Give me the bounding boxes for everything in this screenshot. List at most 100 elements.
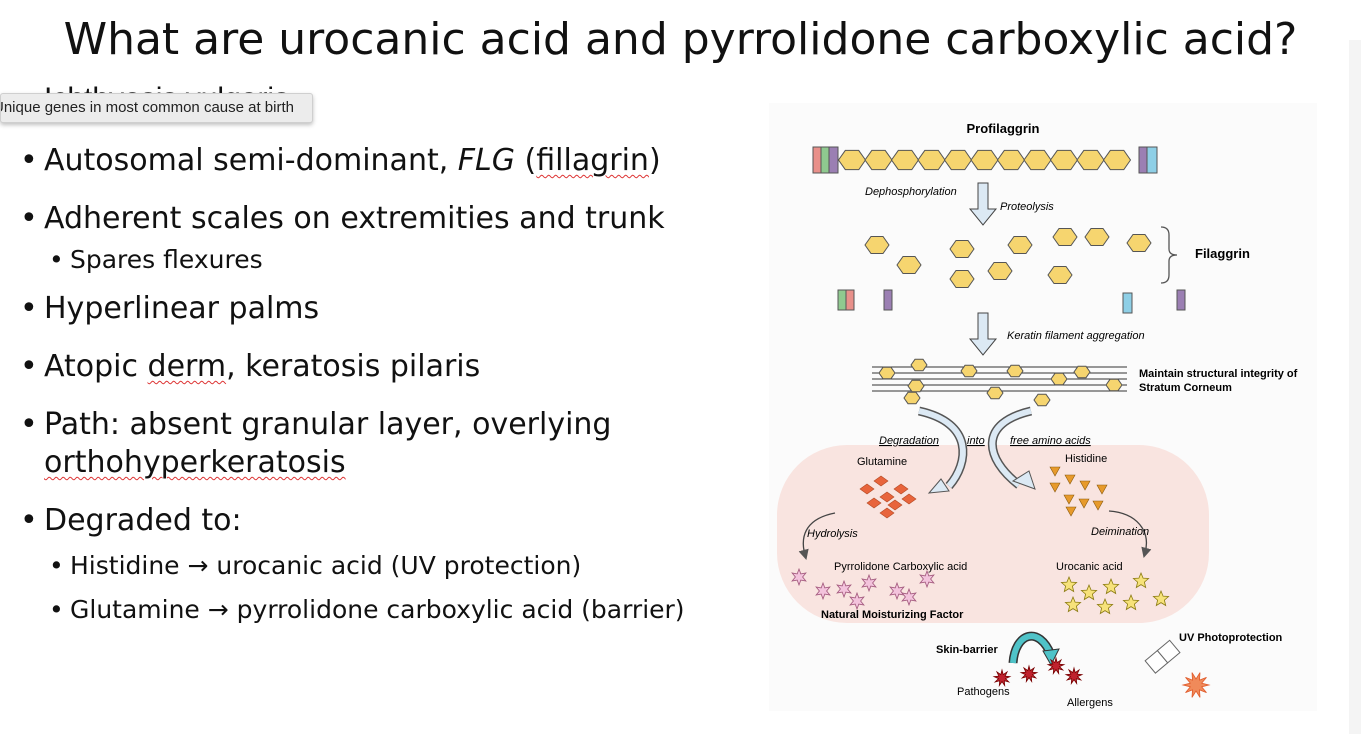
domain-block xyxy=(883,289,893,311)
diamond xyxy=(866,497,882,509)
hexagon xyxy=(917,149,946,171)
pink-star xyxy=(849,591,865,611)
domain-block xyxy=(845,289,855,311)
bullet-text: Hyperlinear palms xyxy=(44,291,320,326)
yellow-star xyxy=(1096,597,1114,615)
triangle xyxy=(1078,498,1090,509)
skin-barrier-label: Skin-barrier xyxy=(936,644,998,656)
hexagon xyxy=(1050,372,1068,386)
hexagon xyxy=(1076,149,1105,171)
bullet-text: Degraded to: xyxy=(44,503,242,538)
triangle xyxy=(1079,480,1091,491)
bullet-text: , keratosis pilaris xyxy=(226,349,481,384)
yellow-star xyxy=(1064,595,1082,613)
hydrolysis-label: Hydrolysis xyxy=(807,528,858,540)
pink-star xyxy=(889,581,905,601)
bracket xyxy=(1160,226,1178,284)
pathogen xyxy=(992,668,1012,687)
sub-bullet-text: Glutamine → pyrrolidone carboxylic acid … xyxy=(70,595,685,624)
yellow-star xyxy=(1080,583,1098,601)
pca-label: Pyrrolidone Carboxylic acid xyxy=(834,561,967,573)
gene-name: FLG xyxy=(457,143,516,178)
into-label: into xyxy=(967,435,985,447)
profilaggrin-chain xyxy=(837,149,1132,171)
hexagon xyxy=(949,240,975,258)
curved-arrow xyxy=(918,408,966,488)
hexagon xyxy=(1126,234,1152,252)
scrollbar[interactable] xyxy=(1349,40,1361,734)
diamond xyxy=(859,483,875,495)
profilaggrin-label: Profilaggrin xyxy=(967,121,1040,136)
domain-block xyxy=(820,146,830,174)
yellow-star xyxy=(1060,575,1078,593)
bound-filaggrin xyxy=(878,358,1123,407)
dephosphorylation-label: Dephosphorylation xyxy=(865,186,957,198)
hexagon xyxy=(1073,365,1091,379)
urocanic-molecules xyxy=(1060,571,1170,615)
bullet-text: Path: absent granular layer, overlying xyxy=(44,407,612,442)
hexagon xyxy=(996,149,1026,171)
pink-star xyxy=(901,587,917,607)
sub-bullet-text: Spares flexures xyxy=(70,245,263,274)
yellow-star xyxy=(1102,577,1120,595)
pathway-diagram: Profilaggrin Dephosphorylation Proteolys… xyxy=(777,121,1298,709)
pink-star xyxy=(836,579,852,599)
tooltip-text: Unique genes in most common cause at bir… xyxy=(0,99,294,116)
pink-star xyxy=(919,569,935,589)
arrow-head xyxy=(1011,470,1036,490)
domain-block xyxy=(812,146,822,174)
hexagon xyxy=(1102,149,1132,171)
pink-star xyxy=(791,567,807,587)
histidine-label: Histidine xyxy=(1065,453,1107,465)
nmf-label: Natural Moisturizing Factor xyxy=(821,609,964,621)
hexagon xyxy=(907,379,925,393)
pathogens-label: Pathogens xyxy=(957,686,1010,698)
filaggrin-monomers xyxy=(864,228,1152,288)
hexagon xyxy=(970,149,999,171)
barrier-arrow xyxy=(1010,633,1054,664)
stratum-label: Stratum Corneum xyxy=(1139,382,1232,394)
bullet-text: Adherent scales on extremities and trunk xyxy=(44,201,665,236)
allergens-label: Allergens xyxy=(1067,697,1113,709)
hexagon xyxy=(987,262,1013,280)
slide-title: What are urocanic acid and pyrrolidone c… xyxy=(63,14,1298,65)
hexagon xyxy=(943,149,973,171)
hexagon xyxy=(1006,364,1024,378)
hydrolysis-arrow xyxy=(798,512,836,561)
domain-block xyxy=(837,289,847,311)
bullet-text: ( xyxy=(515,143,537,178)
diamond xyxy=(887,499,903,511)
degradation-label: Degradation xyxy=(879,435,939,447)
hexagon xyxy=(864,236,890,254)
pathogen xyxy=(1019,664,1039,683)
hexagon xyxy=(903,391,921,405)
triangle xyxy=(1092,500,1104,511)
yellow-star xyxy=(1122,593,1140,611)
proteolysis-label: Proteolysis xyxy=(1000,201,1054,213)
domain-block xyxy=(828,146,839,174)
sub-bullet: Glutamine → pyrrolidone carboxylic acid … xyxy=(20,594,780,626)
sun-icon xyxy=(1181,672,1211,698)
pink-star xyxy=(815,581,831,601)
uv-label: UV Photoprotection xyxy=(1179,632,1283,644)
spellcheck-word: fillagrin xyxy=(536,143,649,178)
arrow-head xyxy=(927,478,950,494)
diamond xyxy=(879,507,895,519)
keratin-label: Keratin filament aggregation xyxy=(1007,330,1145,342)
bullet-text: Autosomal semi-dominant, xyxy=(44,143,458,178)
hexagon xyxy=(864,149,893,171)
domain-block xyxy=(1176,289,1186,311)
curved-arrow xyxy=(989,408,1032,488)
hexagon xyxy=(878,366,896,380)
bullet-text: Atopic xyxy=(44,349,148,384)
filaggrin-label: Filaggrin xyxy=(1195,246,1250,261)
uv-shield-icon xyxy=(1144,639,1181,674)
diamond xyxy=(901,493,917,505)
hexagon xyxy=(890,149,920,171)
hexagon xyxy=(1007,236,1033,254)
bullet-palms: Hyperlinear palms xyxy=(20,290,780,328)
hexagon xyxy=(986,386,1004,400)
spellcheck-word: derm xyxy=(147,349,227,384)
hexagon xyxy=(1033,393,1051,407)
hexagon xyxy=(1047,266,1073,284)
